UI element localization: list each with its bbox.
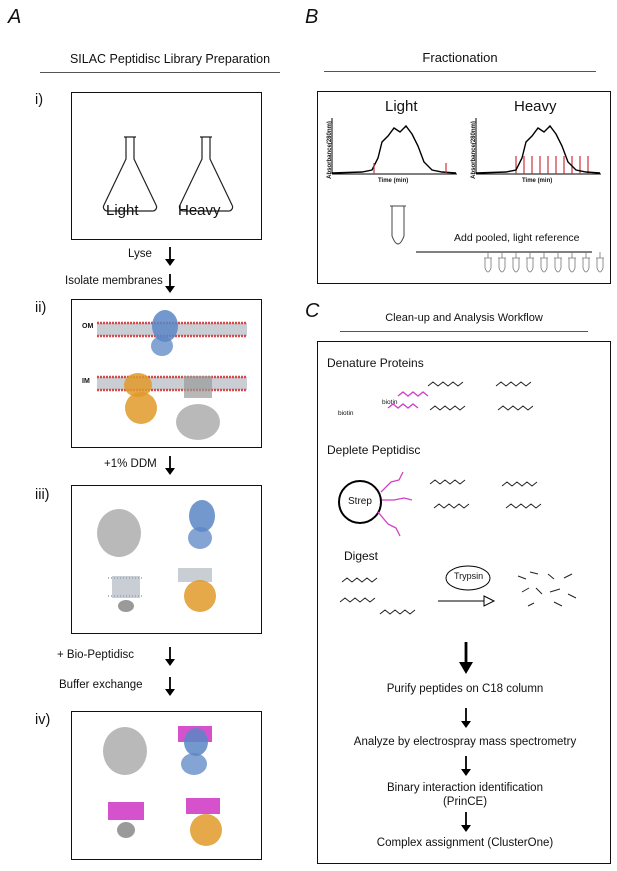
heavy-xlabel: Time (min) <box>522 178 553 184</box>
reference-tubes-rack <box>416 251 604 273</box>
panel-a-letter: A <box>8 6 22 28</box>
orange-protein-icon <box>178 568 216 612</box>
blue-protein-icon <box>178 726 212 775</box>
step-ii-box: OM IM <box>71 299 262 448</box>
analyze-step: Analyze by electrospray mass spectrometr… <box>353 736 577 748</box>
digest-arrow-icon <box>438 595 496 607</box>
arrow-ddm-label: +1% DDM <box>104 458 157 470</box>
fractionation-box: Light Heavy Absorbance(280nm) Time (min)… <box>317 91 611 284</box>
trypsin-ellipse-icon <box>445 565 491 591</box>
workflow-box: Denature Proteins biotin biotin Deplete … <box>317 341 611 864</box>
arrow-down-icon <box>461 812 471 832</box>
om-label: OM <box>82 323 94 330</box>
heavy-chart-label: Heavy <box>514 98 557 115</box>
grey-complex-icon <box>176 376 220 440</box>
grey-complex-icon <box>97 509 141 557</box>
digest-peptides-graphic <box>339 577 416 615</box>
panel-a-title-rule <box>40 72 280 73</box>
strep-bead-icon <box>338 471 413 537</box>
depleted-peptides-graphic <box>429 479 542 509</box>
grey-complex-icon <box>103 727 147 775</box>
denatured-peptides-graphic <box>387 381 534 411</box>
heavy-chromatogram <box>475 118 601 175</box>
arrow-down-icon <box>461 708 471 728</box>
arrow-biopep-label: + Bio-Peptidisc <box>57 649 135 661</box>
panel-c-letter: C <box>305 300 320 322</box>
flask-light-label: Light <box>106 202 139 219</box>
panel-a-title: SILAC Peptidisc Library Preparation <box>69 52 271 66</box>
peptidisc-protein-icon <box>108 802 144 838</box>
panel-c-title-rule <box>340 331 588 332</box>
panel-b-title: Fractionation <box>422 50 498 65</box>
arrow-down-icon <box>165 647 175 666</box>
big-arrow-down-icon <box>459 642 473 674</box>
light-chart-label: Light <box>385 98 418 115</box>
light-xlabel: Time (min) <box>378 178 409 184</box>
biotin-label: biotin <box>338 410 354 417</box>
step-iii-box <box>71 485 262 634</box>
binary-step-line1: Binary interaction identification <box>387 782 543 794</box>
denature-heading: Denature Proteins <box>327 356 424 370</box>
blue-protein-icon <box>151 310 178 356</box>
arrow-down-icon <box>165 274 175 293</box>
heavy-ylabel: Absorbance(280nm) <box>470 121 477 179</box>
light-ylabel: Absorbance(280nm) <box>326 121 333 179</box>
flask-heavy-icon <box>178 136 234 212</box>
arrow-down-icon <box>165 247 175 266</box>
panel-c-title: Clean-up and Analysis Workflow <box>385 312 543 324</box>
step-iii-label: iii) <box>35 487 50 503</box>
peptide-fragments-graphic <box>517 571 577 607</box>
trypsin-label: Trypsin <box>454 571 484 581</box>
deplete-heading: Deplete Peptidisc <box>327 443 421 457</box>
arrow-buffer-label: Buffer exchange <box>59 679 143 691</box>
orange-protein-icon <box>124 373 157 424</box>
arrow-isolate-label: Isolate membranes <box>65 275 163 287</box>
strep-label: Strep <box>348 496 372 507</box>
flask-heavy-label: Heavy <box>178 202 221 219</box>
step-i-box: Light Heavy <box>71 92 262 240</box>
detergent-protein-icon <box>108 576 144 612</box>
arrow-down-icon <box>165 456 175 475</box>
step-iv-box <box>71 711 262 860</box>
complex-step: Complex assignment (ClusterOne) <box>376 837 554 849</box>
arrow-down-icon <box>165 677 175 696</box>
biotin-label: biotin <box>382 399 398 406</box>
sample-tube-icon <box>390 205 406 245</box>
panel-b-title-rule <box>324 71 596 72</box>
step-i-label: i) <box>35 92 44 108</box>
im-label: IM <box>82 378 90 385</box>
blue-protein-icon <box>188 500 215 549</box>
pooled-reference-label: Add pooled, light reference <box>454 232 580 244</box>
arrow-down-icon <box>461 756 471 776</box>
digest-heading: Digest <box>344 549 379 563</box>
step-iv-label: iv) <box>35 712 51 728</box>
step-ii-label: ii) <box>35 300 47 316</box>
purify-step: Purify peptides on C18 column <box>386 683 544 695</box>
orange-protein-icon <box>186 798 222 846</box>
panel-b-letter: B <box>305 6 319 28</box>
arrow-lyse-label: Lyse <box>128 248 152 260</box>
flask-light-icon <box>102 136 158 212</box>
light-chromatogram <box>331 118 457 175</box>
binary-step-line2: (PrinCE) <box>442 796 488 808</box>
